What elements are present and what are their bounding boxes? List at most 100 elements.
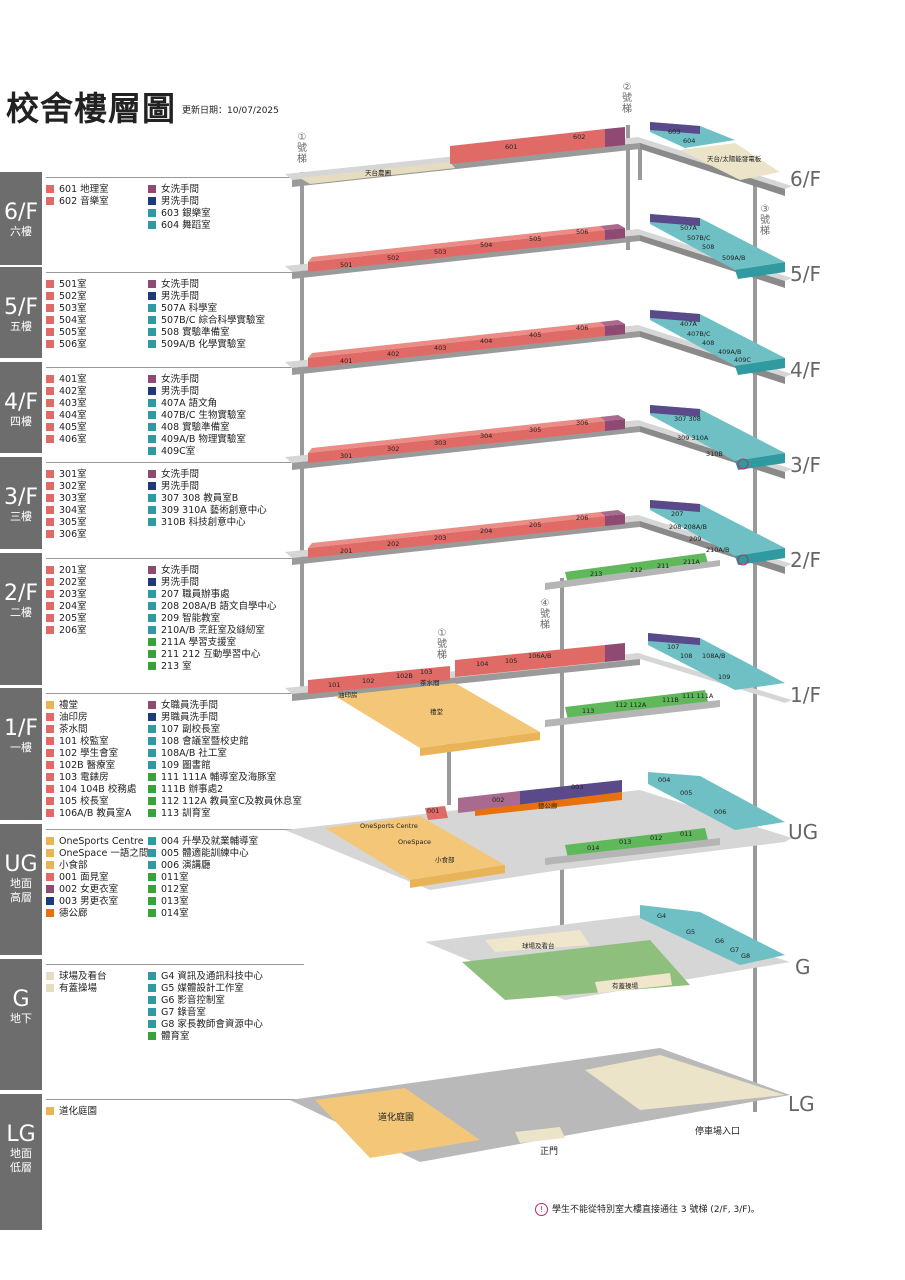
room-label: 212 [630,566,643,574]
legend-label: 405室 [59,422,87,433]
room-label: 油印房 [338,691,358,699]
footnote-text: 學生不能從特別室大樓直接通往 3 號梯 (2/F, 3/F)。 [552,1205,760,1215]
color-swatch [148,304,156,312]
legend-label: 102B 醫療室 [59,760,116,771]
room-label: 208 208A/B [669,523,707,531]
room-label: 球場及看台 [522,942,555,950]
legend-item: 402室 [46,386,87,398]
color-swatch [46,809,54,817]
legend-item: 302室 [46,481,87,493]
legend-label: 道化庭園 [59,1106,98,1117]
room-label: G7 [730,946,740,954]
color-swatch [46,972,54,980]
floor-name: 地面低層 [10,1147,32,1174]
legend-label: 408 實驗準備室 [161,422,230,433]
floor-label: 5/F [790,262,821,286]
color-swatch [148,1020,156,1028]
legend-item: 407B/C 生物實驗室 [148,410,246,422]
color-swatch [46,861,54,869]
room-label: 014 [587,844,600,852]
legend-label: 201室 [59,565,87,576]
legend-label: 409C室 [161,446,196,457]
room-label: 211 [657,562,670,570]
room-label: 407A [680,320,697,328]
room-label: 507A [680,224,697,232]
legend-item: 013室 [148,896,258,908]
legend-item: 男洗手間 [148,481,267,493]
legend-label: 013室 [161,896,189,907]
room-label: 108A/B [702,652,726,660]
legend-item: 體育室 [148,1031,263,1043]
color-swatch [148,873,156,881]
floor-label: 4/F [790,358,821,382]
floor-name: 二樓 [10,606,32,619]
color-swatch [148,984,156,992]
legend-label: 001 面見室 [59,872,109,883]
room-label: 003 [571,783,584,791]
color-swatch [148,797,156,805]
legend-item: 204室 [46,601,87,613]
legend-item: 406室 [46,434,87,446]
legend-label: 407A 語文角 [161,398,218,409]
legend-label: 203室 [59,589,87,600]
floor-name: 六樓 [10,225,32,238]
room-label: 禮堂 [430,708,443,716]
floor-label: 6/F [790,167,821,191]
legend-item: 403室 [46,398,87,410]
legend-label: 404室 [59,410,87,421]
color-swatch [148,837,156,845]
legend-label: 601 地理室 [59,184,109,195]
legend-item: 208 208A/B 語文自學中心 [148,601,277,613]
color-swatch [46,749,54,757]
room-label: 102B [396,672,413,680]
legend-label: 310B 科技創意中心 [161,517,246,528]
color-swatch [148,518,156,526]
floor-code: 2/F [3,581,39,606]
legend-item: 男洗手間 [148,386,246,398]
color-swatch [148,785,156,793]
legend-label: 003 男更衣室 [59,896,119,907]
color-swatch [148,809,156,817]
legend-label: 女洗手間 [161,565,200,576]
room-label: 301 [340,452,353,460]
page-title: 校舍樓層圖 [6,89,176,128]
legend-label: 女洗手間 [161,469,200,480]
legend-label: 604 舞蹈室 [161,220,211,231]
legend-item: 男洗手間 [148,196,211,208]
legend-label: 213 室 [161,661,192,672]
floor-lg-shape [290,1048,790,1162]
floor-code: 5/F [3,295,39,320]
legend-label: 505室 [59,327,87,338]
color-swatch [148,328,156,336]
legend-label: 005 體適能訓練中心 [161,848,249,859]
legend-item: 油印房 [46,712,136,724]
color-swatch [46,530,54,538]
room-label: 001 [427,807,440,815]
floor-code: LG [6,1122,36,1147]
floor-label: LG [788,1092,815,1116]
legend-item: 女職員洗手間 [148,700,302,712]
legend-label: 205室 [59,613,87,624]
legend-label: 211 212 互動學習中心 [161,649,261,660]
legend-label: G7 錄音室 [161,1007,206,1018]
legend-label: 204室 [59,601,87,612]
color-swatch [46,885,54,893]
color-swatch [148,885,156,893]
room-label: 108 [680,652,693,660]
color-swatch [148,387,156,395]
color-swatch [148,1008,156,1016]
legend-label: 508 實驗準備室 [161,327,230,338]
legend-label: 304室 [59,505,87,516]
room-label: 408 [702,339,715,347]
legend-column: 道化庭園 [46,1106,97,1118]
legend-item: 108 會議室暨校史館 [148,736,302,748]
color-swatch [46,375,54,383]
legend-item: 602 音樂室 [46,196,109,208]
